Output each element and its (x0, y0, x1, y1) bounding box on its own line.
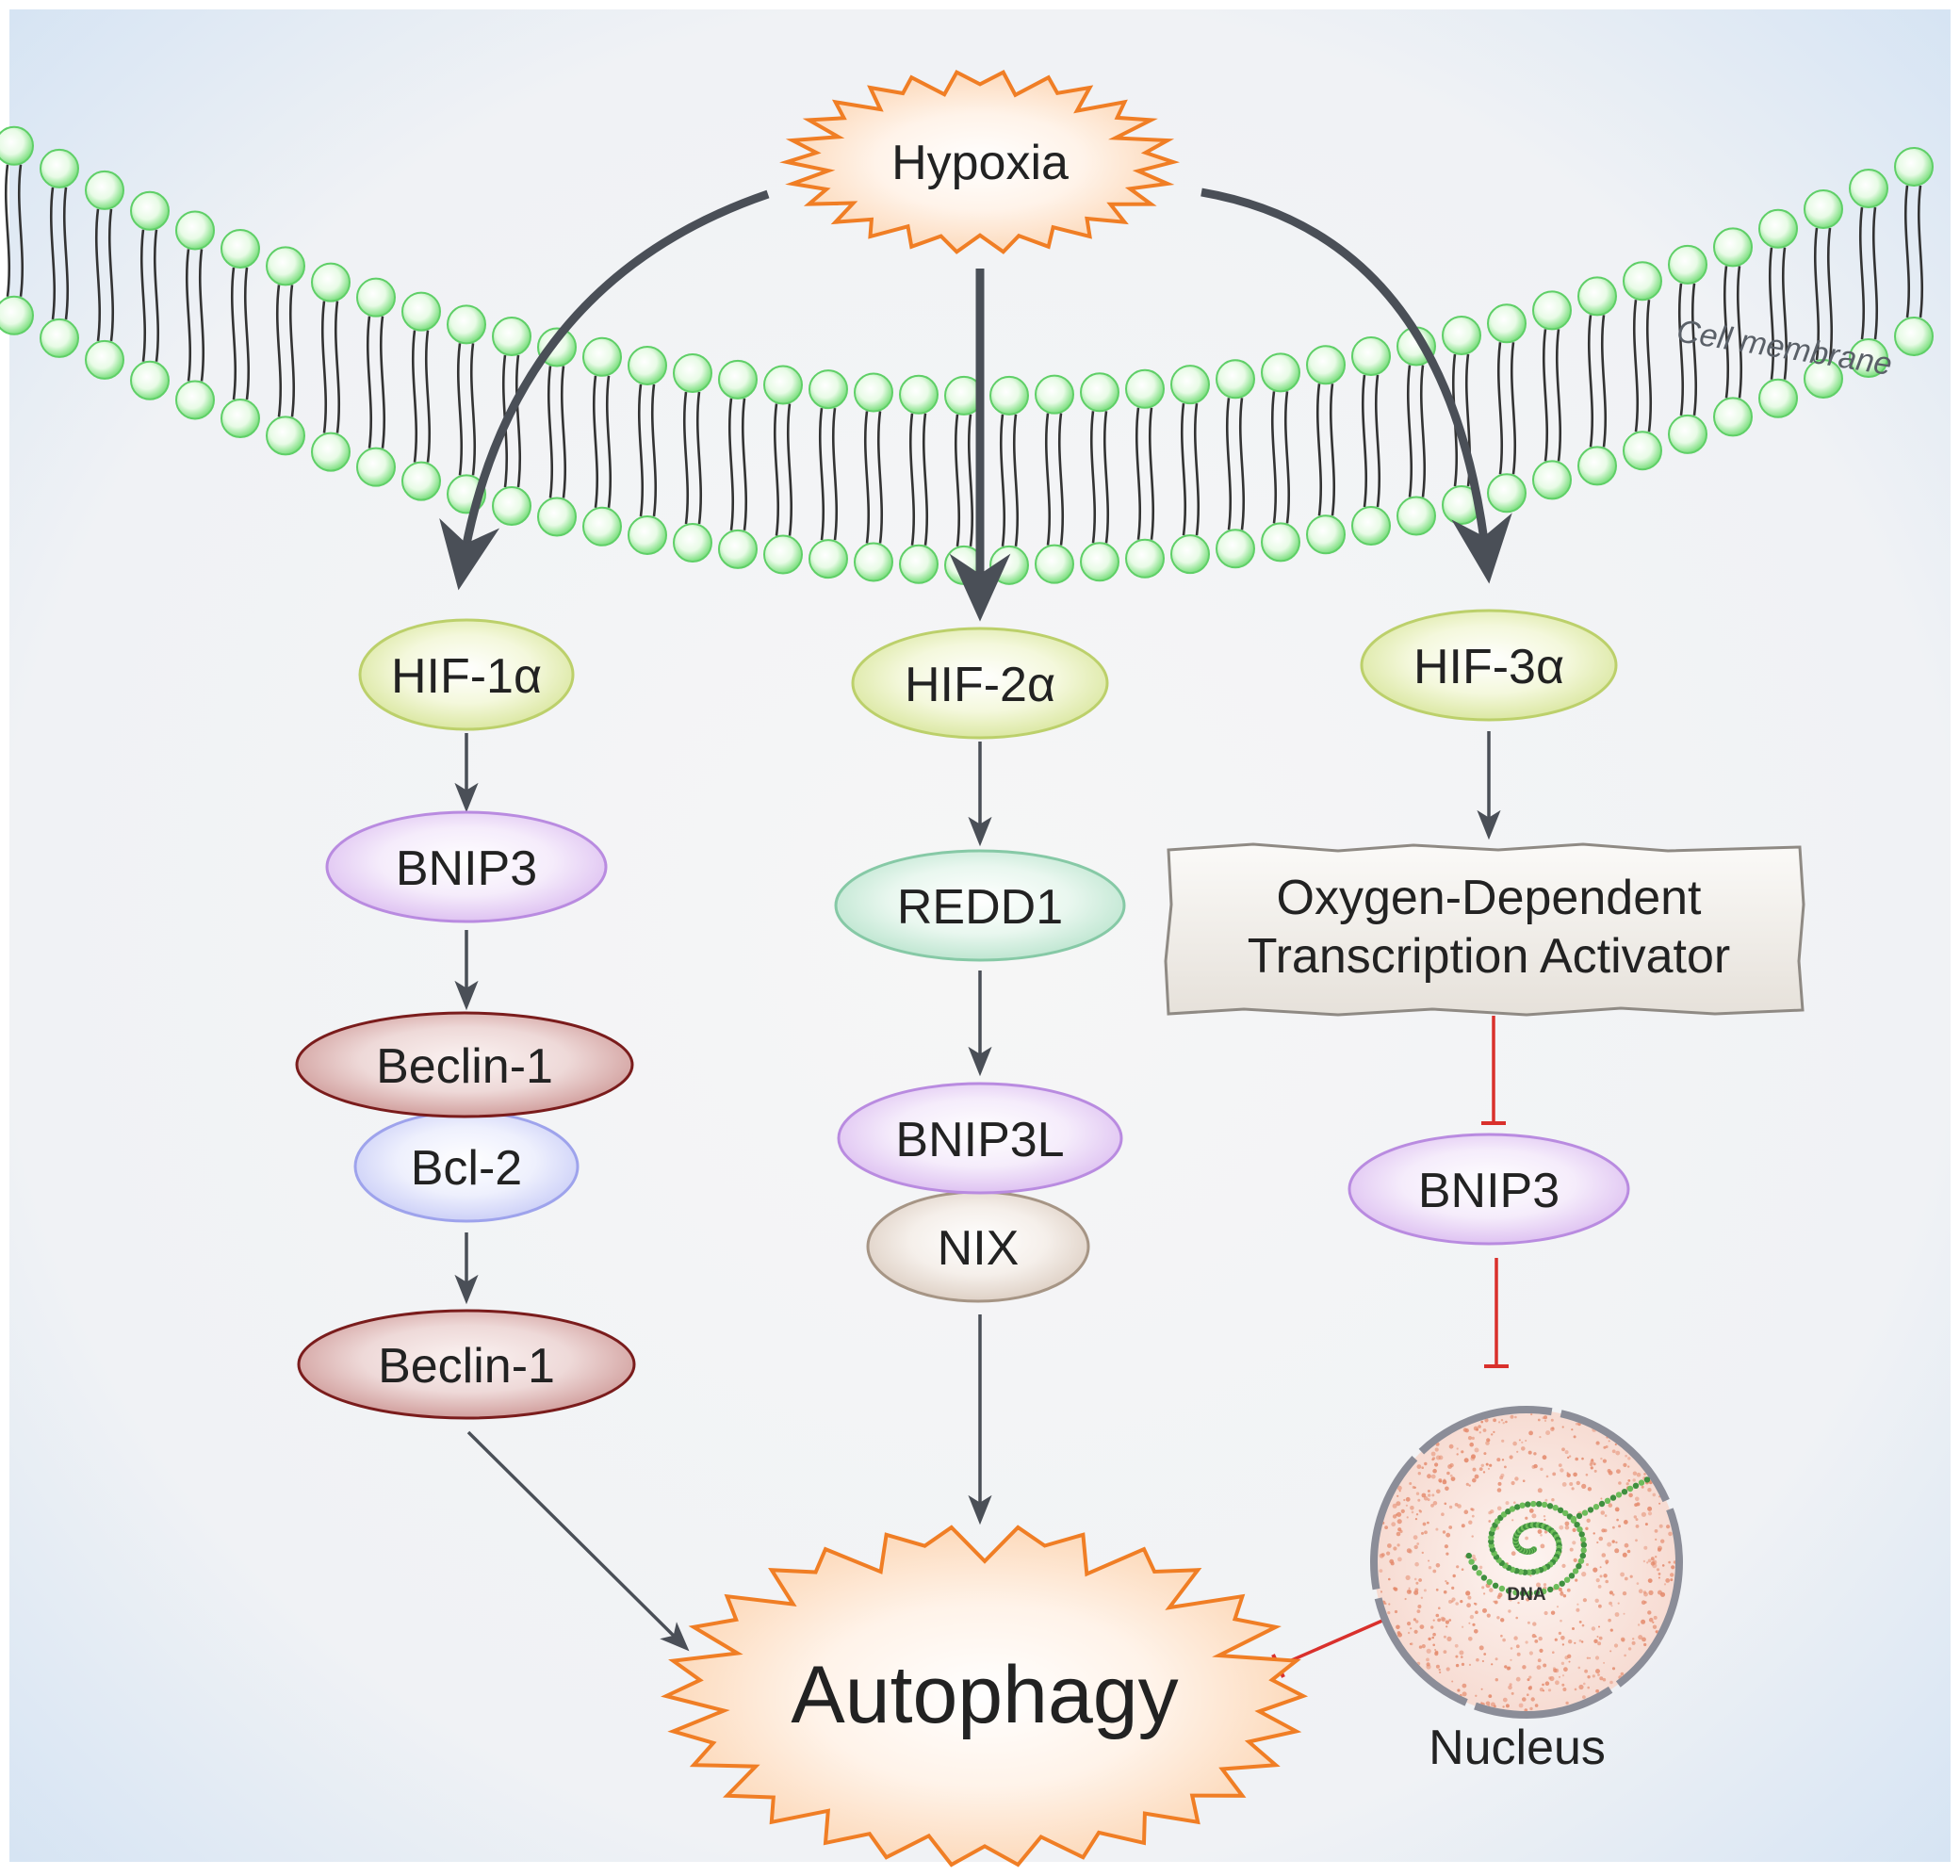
bnip3-left-node: BNIP3 (325, 810, 608, 923)
bnip3l-label: BNIP3L (895, 1113, 1064, 1167)
beclin1-top-node: Beclin-1 (295, 1011, 634, 1118)
bnip3-right-label: BNIP3 (1418, 1164, 1560, 1218)
bnip3-right-node: BNIP3 (1348, 1133, 1630, 1246)
inhibit-bnip3-to-nucleus (1484, 1258, 1509, 1368)
bcl2-node: Bcl-2 (353, 1110, 580, 1223)
nix-label: NIX (938, 1221, 1020, 1276)
inhibit-odta-to-bnip3 (1481, 1016, 1506, 1125)
dna-helix-icon (1465, 1476, 1651, 1597)
hif2a-label: HIF-2α (905, 658, 1055, 712)
hypoxia-label: Hypoxia (891, 136, 1069, 190)
odta-label-line1: Oxygen-Dependent (1277, 871, 1703, 925)
arrow-hypoxia-to-hif1a (439, 189, 770, 591)
beclin1-top-label: Beclin-1 (376, 1039, 553, 1094)
autophagy-node: Autophagy (661, 1525, 1309, 1868)
nucleus-label: Nucleus (1429, 1721, 1606, 1775)
nucleus: DNA (1370, 1406, 1683, 1719)
redd1-label: REDD1 (897, 880, 1063, 935)
hif3a-node: HIF-3α (1360, 609, 1618, 722)
arrow-beclin1-to-autophagy (466, 1430, 690, 1652)
redd1-node: REDD1 (834, 849, 1126, 962)
bnip3-left-label: BNIP3 (396, 841, 537, 896)
hif1a-label: HIF-1α (391, 649, 542, 704)
odta-box: Oxygen-Dependent Transcription Activator (1164, 842, 1805, 1017)
autophagy-label: Autophagy (791, 1650, 1178, 1740)
beclin1-bottom-node: Beclin-1 (297, 1309, 636, 1420)
hif2a-node: HIF-2α (851, 627, 1109, 740)
hif3a-label: HIF-3α (1413, 640, 1564, 694)
beclin1-bottom-label: Beclin-1 (378, 1339, 555, 1394)
hif1a-node: HIF-1α (358, 618, 575, 731)
arrow-hypoxia-to-hif3a (1200, 188, 1512, 584)
hypoxia-node: Hypoxia (779, 70, 1180, 254)
dna-label: DNA (1507, 1585, 1545, 1605)
bcl2-label: Bcl-2 (411, 1141, 522, 1196)
bnip3l-node: BNIP3L (837, 1082, 1123, 1195)
nix-node: NIX (866, 1190, 1090, 1303)
odta-label-line2: Transcription Activator (1248, 929, 1730, 984)
